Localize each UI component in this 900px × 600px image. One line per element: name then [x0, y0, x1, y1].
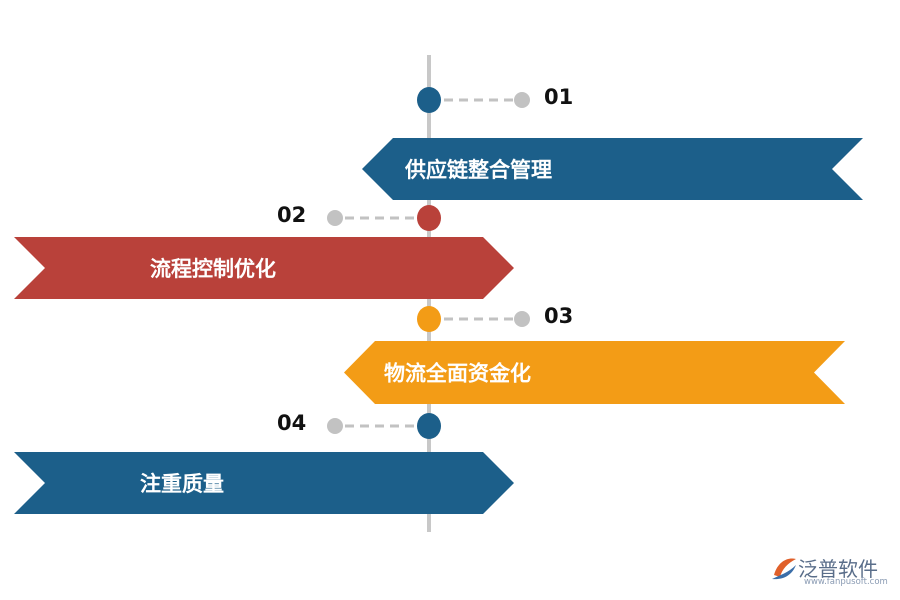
connector-end-dot [514, 92, 530, 108]
step-4: 注重质量 04 [14, 411, 514, 514]
fanpu-logo-icon [772, 558, 796, 580]
fanpu-logo: 泛普软件 www.fanpusoft.com [768, 553, 894, 597]
step-number: 04 [277, 411, 306, 435]
step-ribbon [344, 341, 845, 404]
step-label: 物流全面资金化 [384, 362, 531, 386]
connector-end-dot [327, 210, 343, 226]
logo-url: www.fanpusoft.com [804, 577, 888, 587]
step-label: 流程控制优化 [150, 257, 276, 281]
step-label: 注重质量 [140, 472, 224, 496]
connector-end-dot [514, 311, 530, 327]
step-number: 03 [544, 304, 573, 328]
steps-layer: 供应链整合管理 01 流程控制优化 02 物流全面资金化 03 注重质量 04 [14, 85, 863, 514]
connector-end-dot [327, 418, 343, 434]
step-ribbon [14, 452, 514, 514]
step-number: 02 [277, 203, 306, 227]
step-2: 流程控制优化 02 [14, 203, 514, 299]
timeline-node [417, 306, 441, 332]
timeline-node [417, 87, 441, 113]
step-ribbon [362, 138, 863, 200]
step-1: 供应链整合管理 01 [362, 85, 863, 200]
step-ribbon [14, 237, 514, 299]
step-3: 物流全面资金化 03 [344, 304, 845, 404]
logo-name: 泛普软件 [798, 557, 878, 581]
step-label: 供应链整合管理 [404, 158, 552, 182]
timeline-node [417, 205, 441, 231]
timeline-node [417, 413, 441, 439]
step-number: 01 [544, 85, 573, 109]
